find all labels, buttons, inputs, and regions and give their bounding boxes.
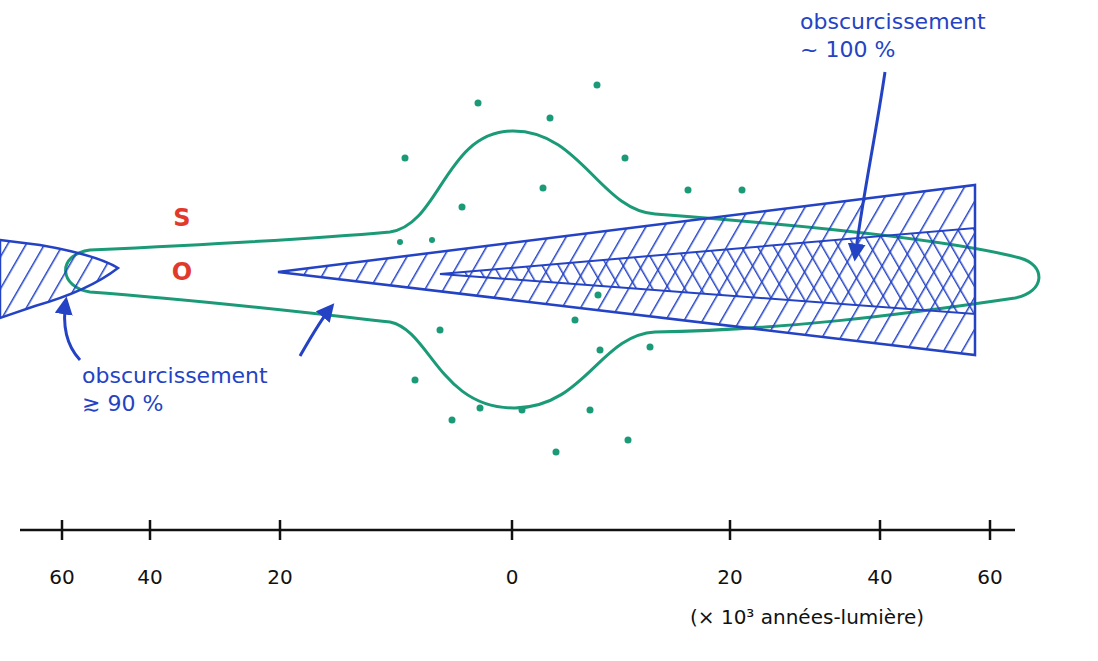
obscuration-note: obscurcissement ~ 100 % xyxy=(800,8,1010,63)
distance-axis xyxy=(20,520,1015,540)
tick-label: 0 xyxy=(506,565,519,590)
sun-mark: S xyxy=(173,203,190,233)
tick-label: 20 xyxy=(267,565,292,590)
extinction-wedge xyxy=(0,240,118,318)
tick-label: 40 xyxy=(867,565,892,590)
leader-arrow xyxy=(65,72,885,360)
axis-unit: (× 10³ années-lumière) xyxy=(690,605,924,630)
tick-label: 40 xyxy=(137,565,162,590)
tick-label: 20 xyxy=(717,565,742,590)
obscuration-note: obscurcissement ≳ 90 % xyxy=(82,362,292,417)
tick-label: 60 xyxy=(977,565,1002,590)
tick-label: 60 xyxy=(49,565,74,590)
extinction-cone xyxy=(278,185,975,355)
observer-mark: O xyxy=(172,257,192,287)
